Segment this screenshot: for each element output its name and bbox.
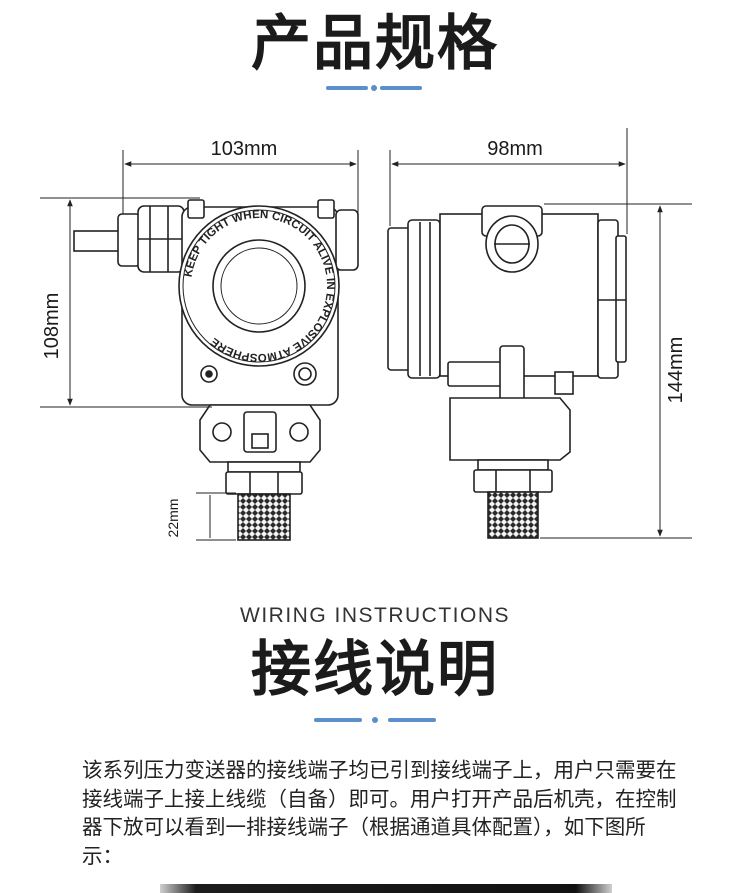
wiring-title-divider [314, 716, 436, 724]
terminal-photo [160, 884, 612, 893]
front-width-label: 103mm [211, 138, 278, 160]
side-height-dimension [540, 203, 692, 539]
side-neck-block [449, 397, 571, 461]
dimension-drawing: KEEP TIGHT WHEN CIRCUIT ALIVE IN EXPLOSI… [40, 128, 692, 541]
rear-cover [597, 219, 619, 379]
thread-length-label: 22mm [165, 499, 181, 538]
side-height-label: 144mm [665, 337, 687, 404]
wiring-section-title: 接线说明 [251, 635, 499, 705]
hex-fitting [225, 471, 303, 495]
front-view [73, 199, 359, 541]
threaded-port [237, 493, 291, 541]
side-view [387, 205, 627, 539]
side-width-label: 98mm [487, 138, 543, 160]
spec-section-title: 产品规格 [251, 9, 499, 79]
thread-length-dimension [196, 492, 236, 541]
front-height-label: 108mm [41, 293, 63, 360]
cover-window [212, 239, 306, 333]
front-width-dimension [122, 150, 359, 214]
front-cover [387, 227, 411, 371]
front-height-dimension [40, 197, 212, 408]
cable-gland [117, 213, 141, 267]
wiring-description: 该系列压力变送器的接线端子均已引到接线端子上，用户只需要在接线端子上接上线缆（自… [82, 758, 677, 868]
spec-title-divider [326, 84, 422, 92]
wiring-section-subtitle: WIRING INSTRUCTIONS [240, 604, 510, 627]
side-width-dimension [389, 128, 628, 234]
side-hex-fitting [473, 469, 553, 493]
side-threaded-port [487, 491, 539, 539]
latch [447, 361, 509, 387]
